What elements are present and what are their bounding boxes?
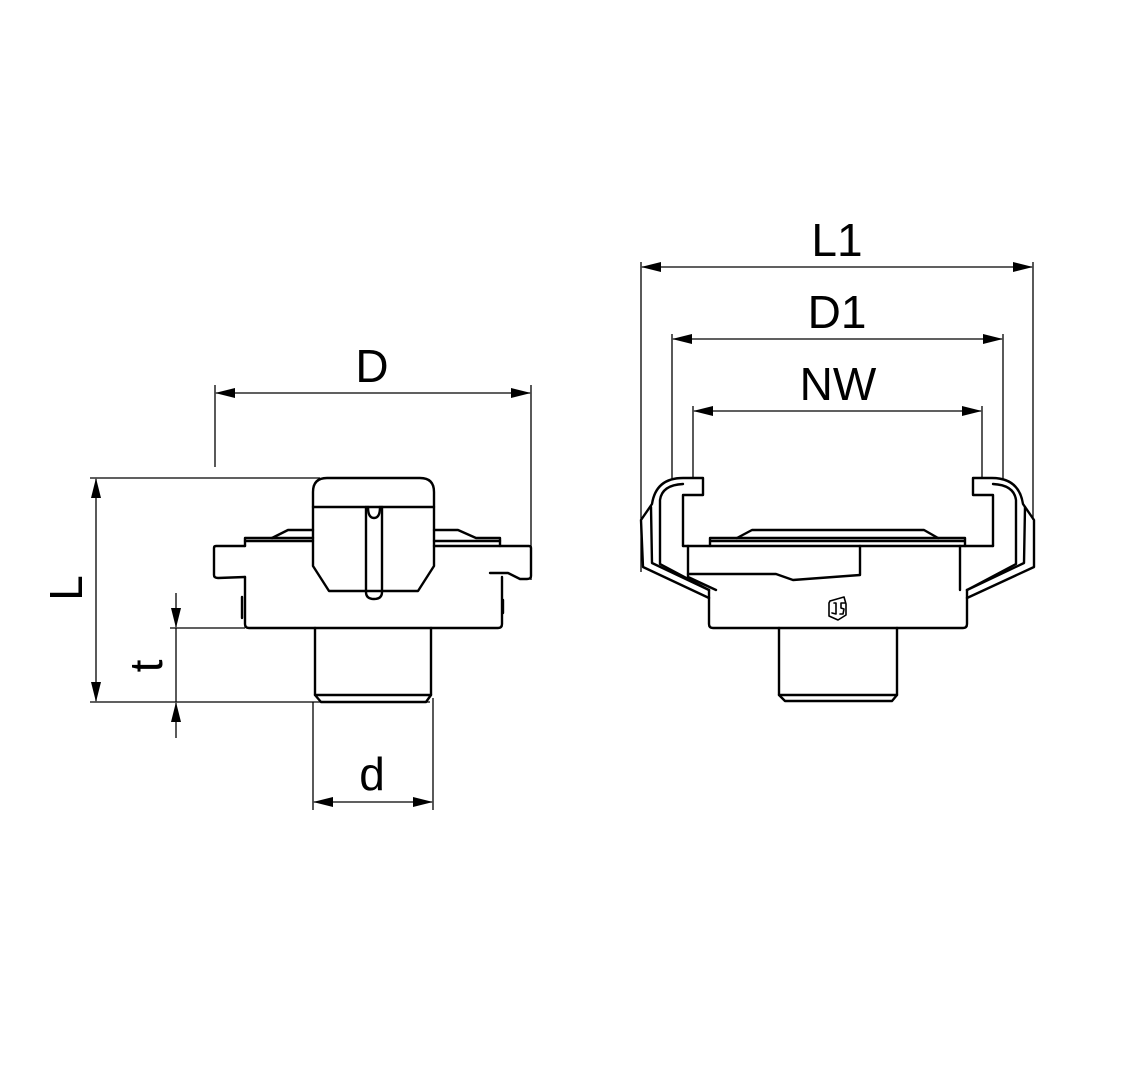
side-view: D L t d — [40, 340, 533, 810]
dimension-L: L — [40, 477, 430, 703]
dimension-NW: NW — [692, 358, 983, 478]
label-L1: L1 — [811, 214, 862, 266]
label-NW: NW — [800, 358, 877, 410]
side-view-part-outline — [212, 476, 533, 704]
dimension-t: t — [120, 593, 245, 738]
manufacturer-logo-icon — [828, 596, 847, 621]
dimension-d: d — [312, 698, 434, 810]
label-D: D — [355, 340, 388, 392]
front-view: L1 D1 NW — [639, 214, 1036, 703]
dimension-D1: D1 — [671, 286, 1004, 480]
front-view-part-outline — [639, 476, 1036, 703]
label-t: t — [120, 659, 172, 672]
dimension-D: D — [214, 340, 532, 580]
label-d: d — [359, 748, 385, 800]
label-D1: D1 — [808, 286, 867, 338]
label-L: L — [40, 575, 92, 601]
dimension-L1: L1 — [640, 214, 1034, 572]
